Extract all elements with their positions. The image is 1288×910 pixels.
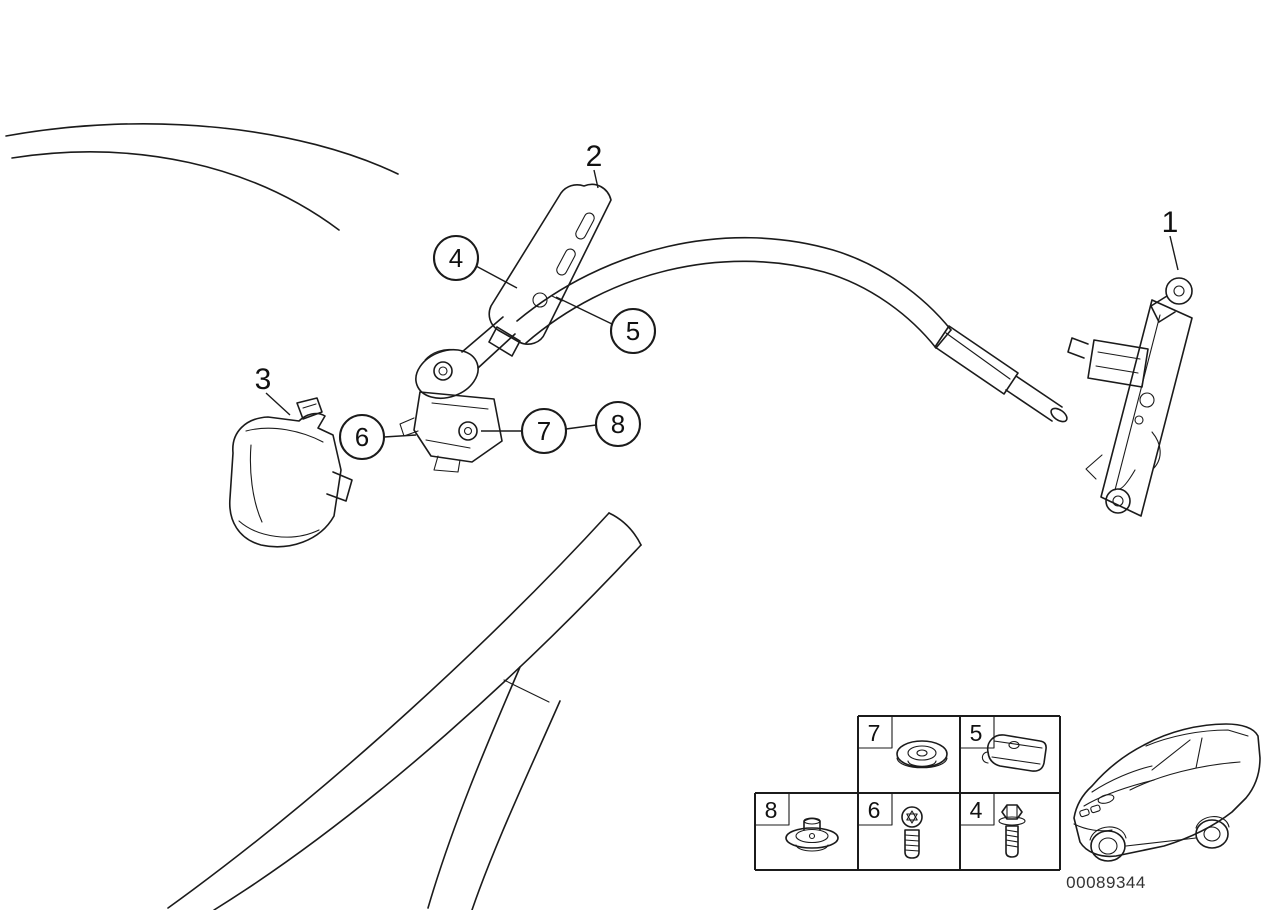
- callout-4-label: 4: [449, 243, 463, 273]
- part-number: 00089344: [1066, 873, 1146, 892]
- expanding-rivet-icon: [785, 817, 839, 852]
- callout-5[interactable]: 5: [555, 296, 657, 355]
- legend-cell-7-label: 7: [868, 720, 881, 746]
- bowden-cable-drawing: [516, 236, 1068, 423]
- callout-8-label: 8: [611, 409, 625, 439]
- callout-1[interactable]: 1: [1162, 206, 1179, 271]
- callout-4[interactable]: 4: [432, 234, 518, 289]
- legend-cell-4[interactable]: 4: [959, 792, 1026, 858]
- hex-flange-bolt-icon: [998, 804, 1026, 858]
- latch-assembly-drawing: [1067, 277, 1193, 517]
- callout-6[interactable]: 6: [338, 413, 417, 461]
- callout-2-label: 2: [586, 140, 603, 173]
- cover-cap-drawing: [229, 397, 353, 548]
- callout-2[interactable]: 2: [586, 140, 603, 189]
- callout-7[interactable]: 7: [481, 407, 568, 455]
- torx-screw-icon: [901, 806, 923, 859]
- callout-6-label: 6: [355, 422, 369, 452]
- callout-8[interactable]: 8: [565, 400, 642, 448]
- callout-3-label: 3: [255, 363, 272, 396]
- callout-5-label: 5: [626, 316, 640, 346]
- legend-cell-5-label: 5: [970, 720, 983, 746]
- callout-7-label: 7: [537, 416, 551, 446]
- callout-1-label: 1: [1162, 206, 1179, 239]
- legend-cell-7[interactable]: 7: [857, 715, 948, 769]
- bracket-strap-drawing: [488, 183, 612, 357]
- legend-cell-6[interactable]: 6: [857, 792, 923, 859]
- lock-mechanism-drawing: [399, 316, 516, 473]
- legend-cell-4-label: 4: [970, 797, 983, 823]
- callout-3[interactable]: 3: [255, 363, 291, 416]
- legend-cell-5[interactable]: 5: [959, 715, 1047, 772]
- car-silhouette: [1073, 723, 1261, 862]
- spring-clip-icon: [981, 734, 1047, 772]
- grommet-icon: [896, 740, 948, 769]
- legend-cell-8-label: 8: [765, 797, 778, 823]
- car-body-window-frame-drawing: [5, 123, 642, 910]
- legend-cell-8[interactable]: 8: [754, 792, 839, 852]
- legend-table: 7 5 8: [754, 715, 1061, 871]
- legend-cell-6-label: 6: [868, 797, 881, 823]
